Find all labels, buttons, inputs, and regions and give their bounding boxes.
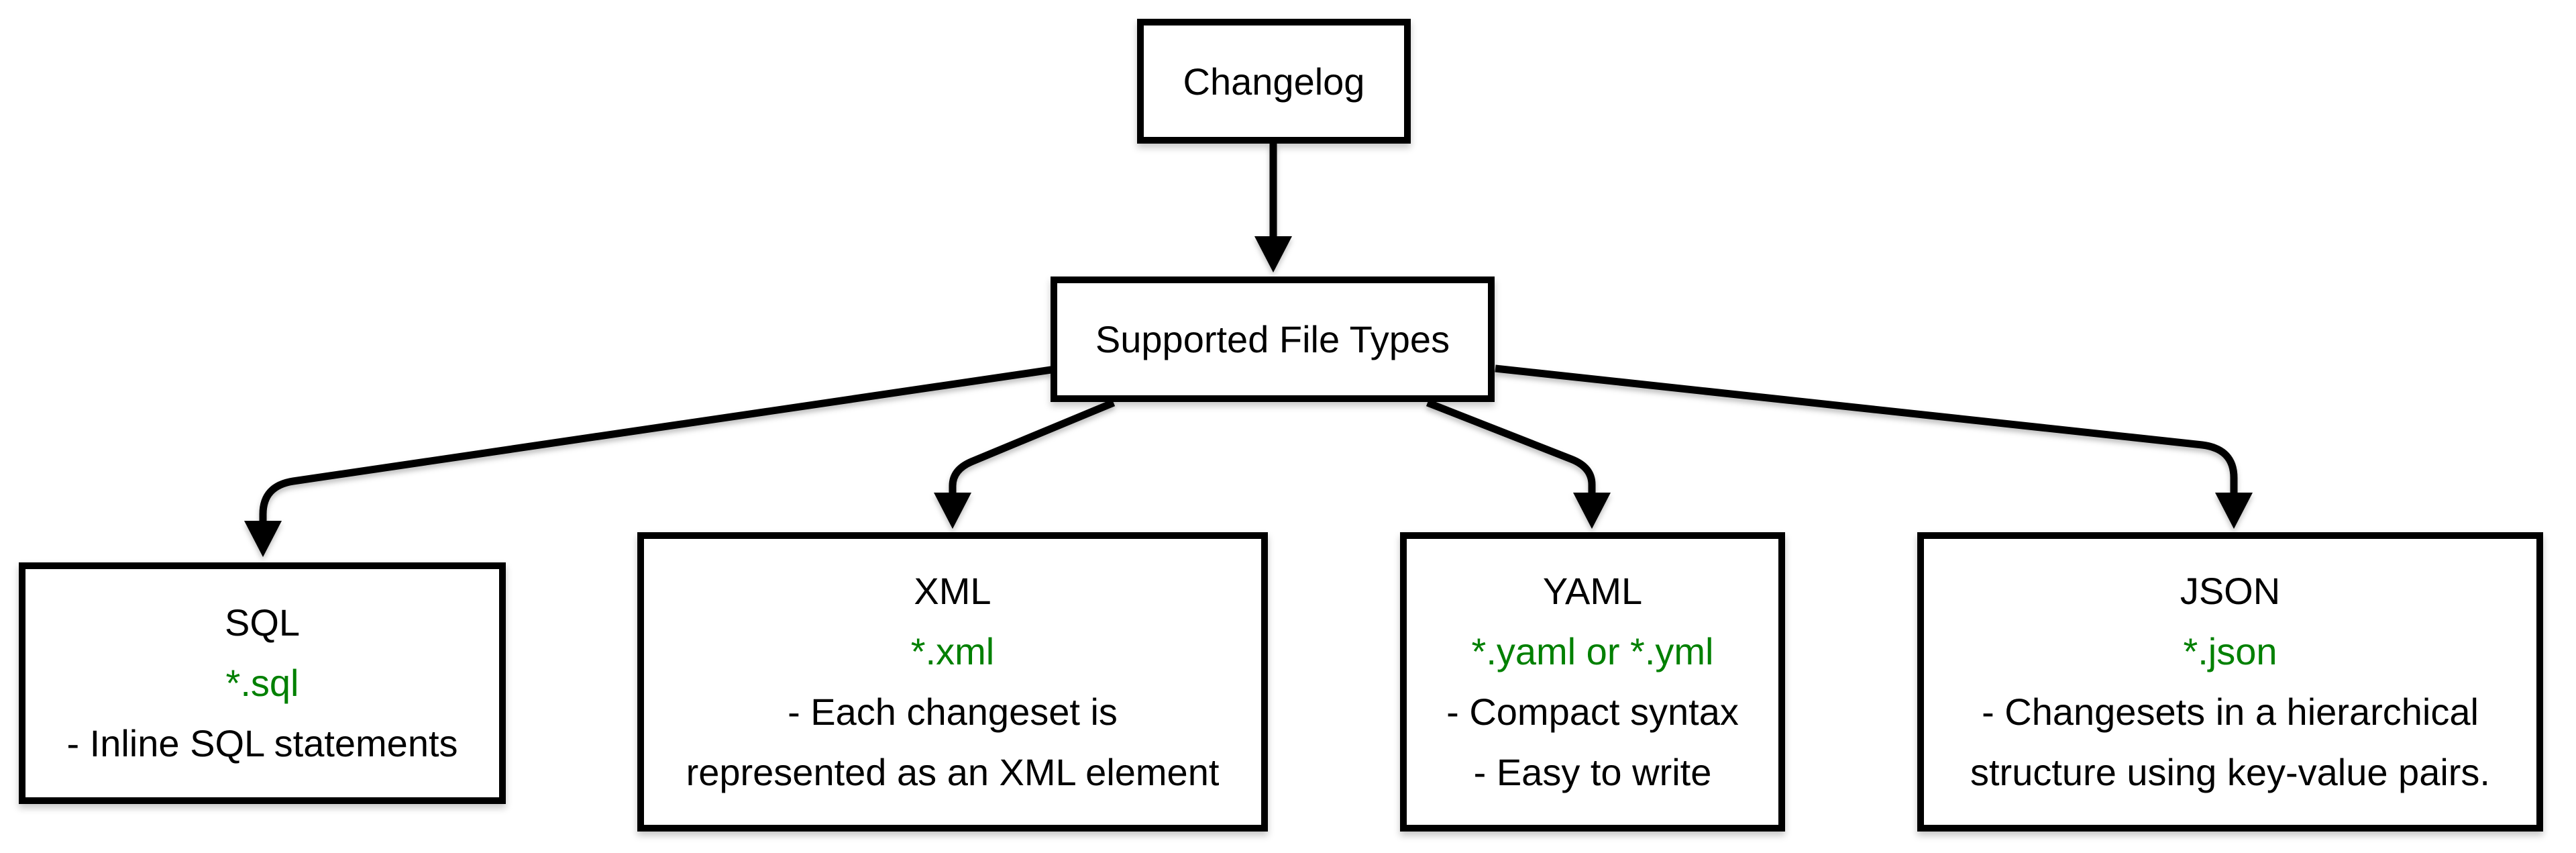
node-yaml-title: YAML <box>1542 570 1643 612</box>
arrow-changelog-to-supported <box>1254 144 1292 272</box>
node-json-extension: *.json <box>2183 630 2277 672</box>
node-sql: SQL *.sql - Inline SQL statements <box>19 562 506 804</box>
node-xml-extension: *.xml <box>910 630 995 672</box>
node-sql-title: SQL <box>224 601 301 644</box>
arrow-supported-to-json <box>1495 364 2253 529</box>
arrow-supported-to-sql <box>244 366 1052 557</box>
node-yaml-extension: *.yaml or *.yml <box>1471 630 1714 672</box>
node-xml-desc-line: represented as an XML element <box>686 751 1220 793</box>
node-yaml: YAML *.yaml or *.yml - Compact syntax - … <box>1400 532 1785 832</box>
node-json-desc-line: structure using key-value pairs. <box>1970 751 2490 793</box>
node-changelog-label: Changelog <box>1183 60 1365 103</box>
node-yaml-desc-line: - Compact syntax <box>1446 691 1739 733</box>
node-supported-file-types: Supported File Types <box>1051 277 1495 402</box>
node-json-desc-line: - Changesets in a hierarchical <box>1982 691 2479 733</box>
node-json: JSON *.json - Changesets in a hierarchic… <box>1917 532 2543 832</box>
node-json-title: JSON <box>2180 570 2281 612</box>
arrow-supported-to-xml <box>934 399 1116 529</box>
node-supported-file-types-label: Supported File Types <box>1095 318 1450 360</box>
arrow-supported-to-yaml <box>1426 399 1611 529</box>
node-sql-desc-line: - Inline SQL statements <box>66 722 458 764</box>
node-changelog: Changelog <box>1137 19 1411 144</box>
node-xml-title: XML <box>914 570 991 612</box>
node-xml: XML *.xml - Each changeset is represente… <box>637 532 1268 832</box>
node-xml-desc-line: - Each changeset is <box>788 691 1118 733</box>
node-yaml-desc-line: - Easy to write <box>1473 751 1712 793</box>
node-sql-extension: *.sql <box>225 662 299 704</box>
